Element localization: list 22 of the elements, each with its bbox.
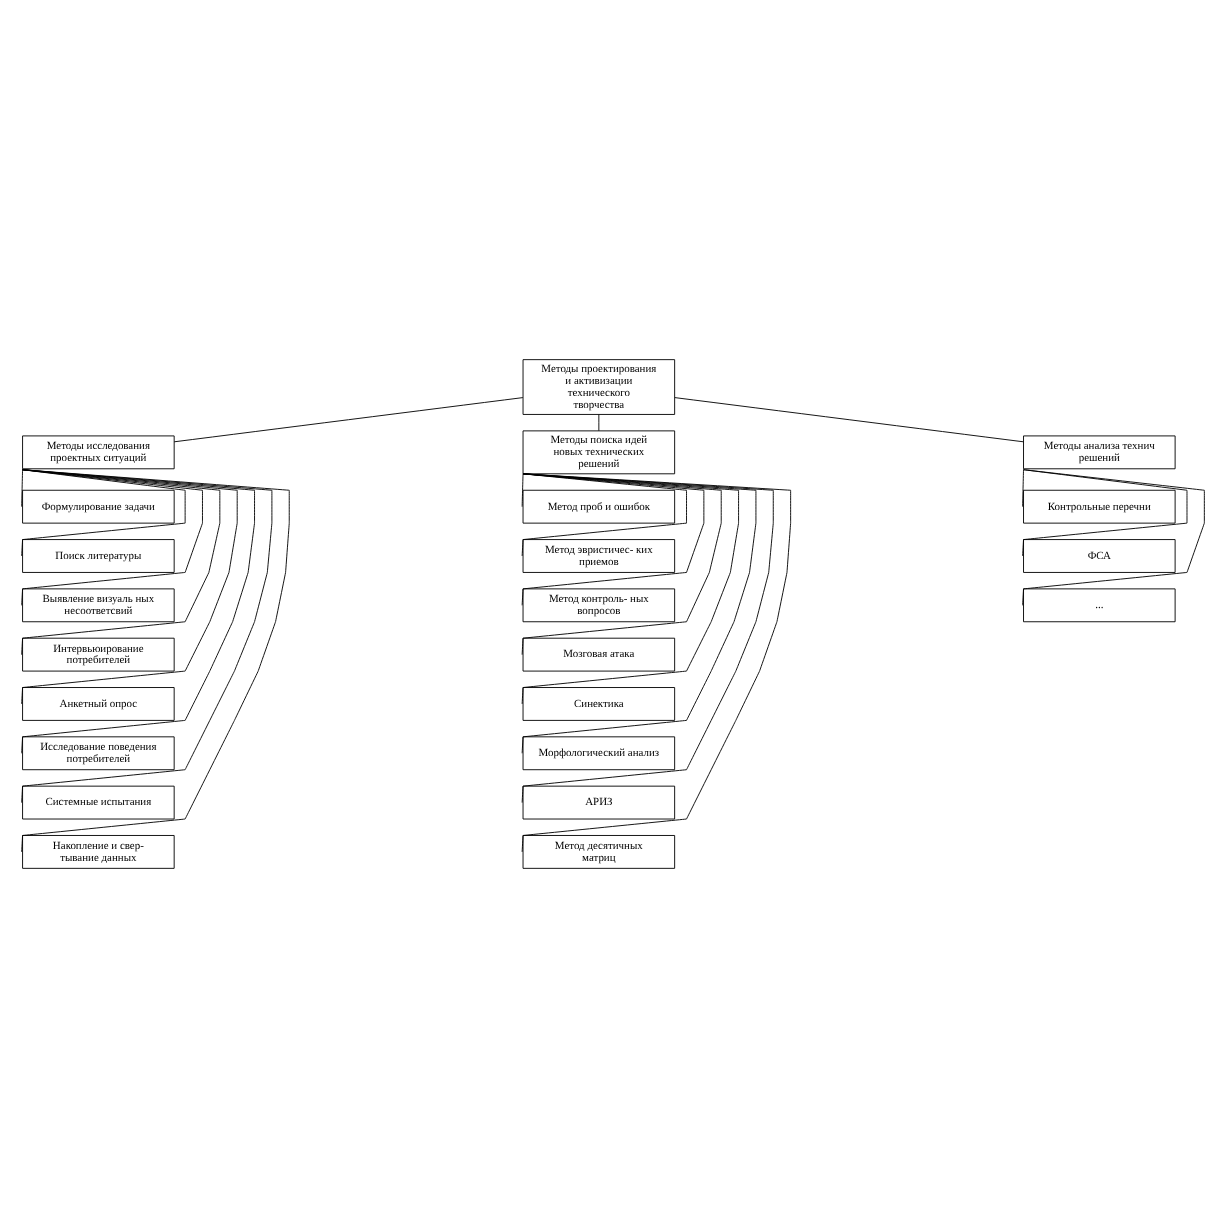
connector xyxy=(21,469,238,705)
connector xyxy=(521,473,740,705)
connector xyxy=(21,469,203,606)
connector xyxy=(173,397,524,443)
connector xyxy=(521,473,792,853)
connector xyxy=(674,397,1024,443)
connector xyxy=(521,473,524,508)
connector xyxy=(521,473,722,656)
connector xyxy=(21,469,255,754)
connector xyxy=(521,473,705,606)
connector xyxy=(521,473,757,754)
connector xyxy=(21,469,24,508)
connector xyxy=(1022,469,1024,508)
connector xyxy=(21,469,273,804)
connector xyxy=(598,414,600,432)
connector xyxy=(1022,469,1188,557)
connector xyxy=(21,469,221,656)
connector xyxy=(1022,469,1205,606)
connector xyxy=(521,473,774,804)
connector xyxy=(21,469,290,853)
connector xyxy=(21,469,186,557)
connector xyxy=(521,473,687,557)
